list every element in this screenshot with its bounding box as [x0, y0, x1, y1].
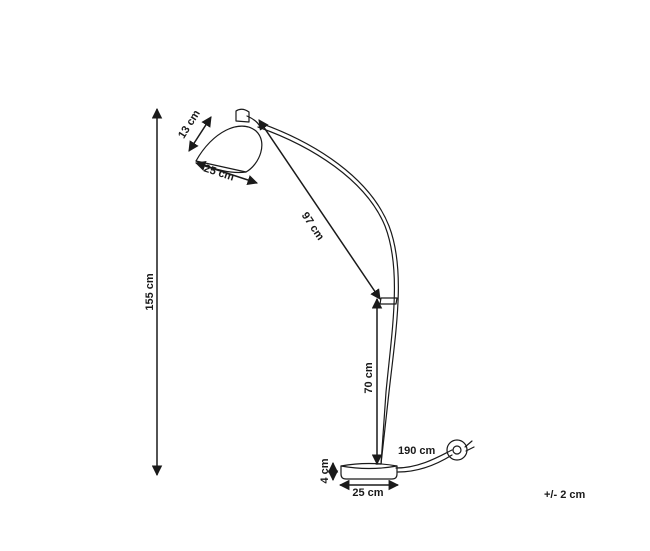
label-total-height: 155 cm	[144, 273, 156, 311]
dim-line-shade-depth	[188, 116, 212, 152]
cable-switch-icon	[446, 439, 468, 461]
label-arm-length: 97 cm	[299, 210, 327, 243]
tolerance-note: +/- 2 cm	[544, 489, 585, 501]
floor-lamp-drawing	[195, 108, 475, 480]
label-lower-height: 70 cm	[363, 362, 375, 393]
label-base-width: 25 cm	[352, 487, 383, 499]
dimension-labels: 13 cm 25 cm 97 cm 155 cm 70 cm 190 cm 4 …	[144, 108, 585, 501]
label-base-height: 4 cm	[319, 458, 331, 483]
dim-line-arm	[258, 119, 381, 300]
dimension-lines	[151, 107, 400, 491]
label-cable-length: 190 cm	[398, 445, 436, 457]
lamp-base	[340, 462, 398, 480]
dim-line-shade-width	[195, 160, 258, 186]
